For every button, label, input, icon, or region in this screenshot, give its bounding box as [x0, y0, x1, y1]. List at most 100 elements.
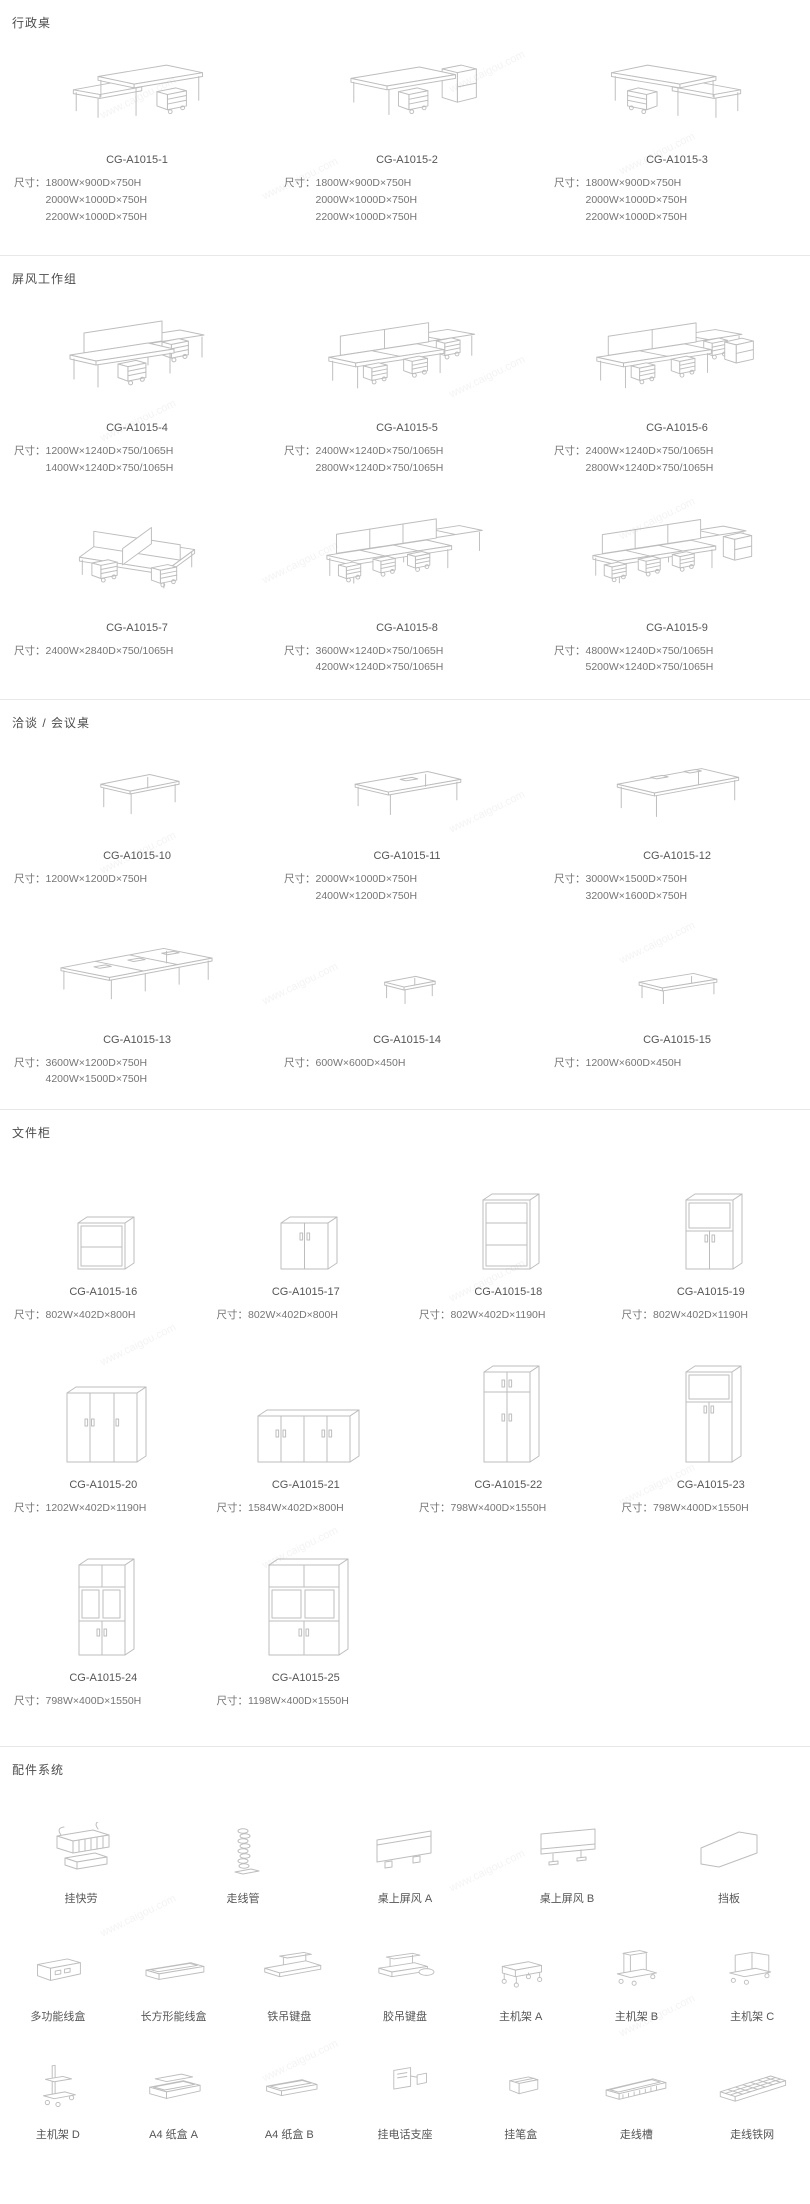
dimension-label: 尺寸：	[14, 873, 46, 885]
product-code: CG-A1015-10	[103, 850, 171, 862]
dimension-lines: 798W×400D×1550H	[451, 1500, 547, 1517]
product-code: CG-A1015-16	[69, 1286, 138, 1298]
accessory-card: 走线管	[162, 1810, 324, 1906]
dimension-lines: 798W×400D×1550H	[653, 1500, 749, 1517]
dimension-line: 3600W×1200D×750H	[45, 1056, 148, 1069]
boxrect-illustration	[135, 1934, 213, 2000]
product-code: CG-A1015-18	[474, 1286, 543, 1298]
dimension-line: 4200W×1240D×750/1065H	[315, 661, 444, 674]
dimension-lines: 802W×402D×1190H	[653, 1307, 748, 1324]
dimension-lines: 1202W×402D×1190H	[46, 1500, 147, 1517]
dimension-line: 1198W×400D×1550H	[248, 1694, 349, 1707]
section-title: 配件系统	[12, 1763, 65, 1777]
accessory-label: 铁吊键盘	[267, 2011, 312, 2023]
dimension-lines: 1198W×400D×1550H	[248, 1693, 349, 1710]
product-code: CG-A1015-24	[69, 1671, 138, 1684]
ws6-illustration	[284, 501, 530, 613]
dimension-lines: 600W×600D×450H	[316, 1055, 406, 1072]
accessory-card: 挂笔盒	[463, 2052, 579, 2142]
ws4b-illustration	[554, 301, 800, 413]
dimension-lines: 798W×400D×1550H	[46, 1693, 142, 1710]
dimension-line: 3600W×1240D×750/1065H	[315, 644, 444, 657]
product-dimensions: 尺寸：600W×600D×450H	[284, 1055, 530, 1072]
t11-illustration	[284, 745, 530, 841]
accessory-label: 主机架 C	[730, 2011, 775, 2023]
dimension-line: 2000W×1000D×750H	[315, 193, 418, 206]
c17-illustration	[217, 1155, 396, 1277]
dimension-line: 1200W×1200D×750H	[45, 873, 148, 885]
accessory-label: 挂电话支座	[377, 2129, 433, 2141]
dimension-label: 尺寸：	[14, 177, 46, 189]
dimension-label: 尺寸：	[621, 1309, 654, 1321]
duct-illustration	[597, 2052, 675, 2118]
dimension-label: 尺寸：	[14, 1694, 46, 1707]
accessory-card: 主机架 A	[463, 1934, 579, 2024]
dimension-label: 尺寸：	[14, 1056, 46, 1069]
trayplastic-illustration	[366, 1934, 444, 2000]
accessory-label: 走线铁网	[730, 2129, 775, 2141]
dimension-line: 2400W×1200D×750H	[315, 889, 418, 902]
product-card: CG-A1015-24 尺寸：798W×400D×1550H	[0, 1535, 203, 1714]
trayiron-illustration	[250, 1934, 328, 2000]
product-dimensions: 尺寸：798W×400D×1550H	[14, 1693, 193, 1710]
c20-illustration	[14, 1348, 193, 1470]
dimension-label: 尺寸：	[284, 445, 316, 457]
section-title: 屏风工作组	[12, 272, 78, 286]
accessory-card: 桌上屏风 B	[486, 1810, 648, 1906]
dimension-line: 2000W×1000D×750H	[585, 193, 688, 206]
dimension-label: 尺寸：	[216, 1694, 249, 1707]
cpud-illustration	[19, 2052, 97, 2118]
dimension-line: 1400W×1240D×750/1065H	[45, 461, 174, 474]
product-code: CG-A1015-23	[676, 1478, 745, 1491]
dimension-lines: 802W×402D×1190H	[451, 1307, 546, 1324]
dimension-line: 2400W×1240D×750/1065H	[585, 445, 714, 457]
dimension-line: 2000W×1000D×750H	[315, 873, 418, 885]
c21-illustration	[217, 1348, 396, 1470]
c18-illustration	[419, 1155, 598, 1277]
dimension-lines: 1200W×600D×450H	[586, 1055, 682, 1072]
wsx-illustration	[14, 501, 260, 613]
dimension-line: 1800W×900D×750H	[585, 177, 682, 189]
section-title: 行政桌	[12, 16, 52, 30]
dimension-lines: 802W×402D×800H	[46, 1307, 136, 1324]
dimension-label: 尺寸：	[216, 1309, 249, 1321]
papera-illustration	[135, 2052, 213, 2118]
product-code: CG-A1015-5	[376, 422, 438, 434]
dimension-line: 1200W×1240D×750/1065H	[45, 445, 174, 457]
accessory-label: A4 纸盒 A	[149, 2129, 199, 2141]
accessory-label: 挂快劳	[64, 1893, 98, 1905]
product-code: CG-A1015-3	[646, 154, 708, 166]
product-code: CG-A1015-2	[376, 154, 438, 166]
t12-illustration	[554, 745, 800, 841]
accessory-label: 桌上屏风 B	[539, 1893, 595, 1905]
product-dimensions: 尺寸：1200W×1200D×750H	[14, 871, 260, 888]
accessory-label: 主机架 B	[614, 2011, 659, 2023]
accessory-label: 主机架 D	[35, 2129, 80, 2141]
product-dimensions: 尺寸：802W×402D×1190H	[419, 1307, 598, 1324]
dimension-line: 1200W×600D×450H	[585, 1056, 682, 1069]
section-title: 洽谈 / 会议桌	[12, 716, 91, 730]
accessory-label: 多功能线盒	[30, 2011, 86, 2023]
product-code: CG-A1015-9	[646, 621, 708, 634]
product-card: CG-A1015-18 尺寸：802W×402D×1190H	[405, 1149, 608, 1328]
dimension-line: 5200W×1240D×750/1065H	[585, 661, 714, 674]
hangfile-illustration	[41, 1810, 121, 1882]
product-code: CG-A1015-12	[643, 850, 711, 862]
